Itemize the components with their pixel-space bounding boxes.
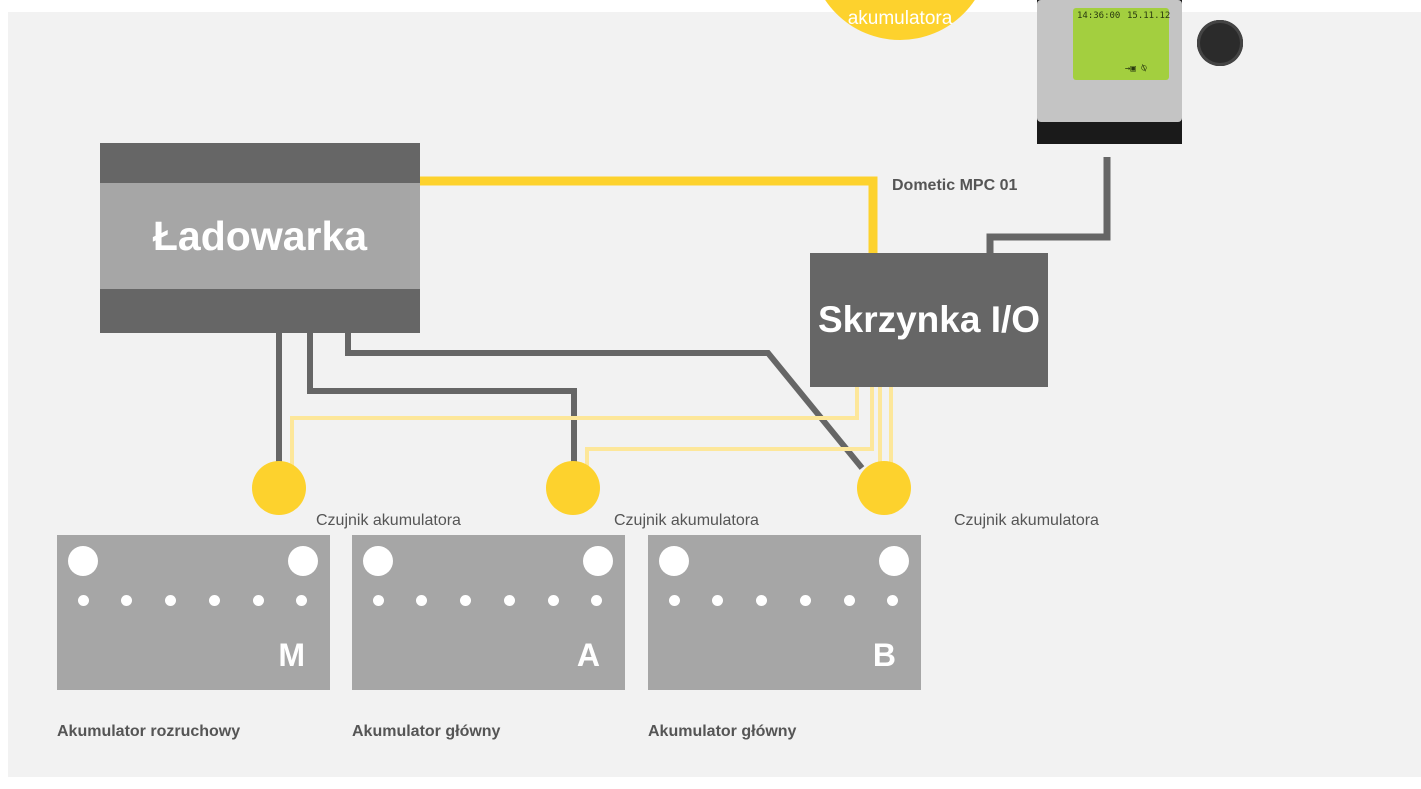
battery-sensor-b — [857, 461, 911, 515]
battery-letter-m: M — [278, 637, 305, 673]
battery-letter-b: B — [872, 637, 896, 673]
battery-terminal — [659, 546, 689, 576]
control-panel-device: 14:36:00 15.11.12 →▣ ⍉ — [1037, 0, 1243, 144]
battery-cell-dot — [121, 595, 132, 606]
battery-terminal — [288, 546, 318, 576]
wire-charger-io — [420, 176, 878, 255]
control-panel-label: Dometic MPC 01 — [892, 177, 1018, 194]
battery-b: B — [648, 535, 921, 690]
battery-cell-dot — [591, 595, 602, 606]
battery-cell-dot — [887, 595, 898, 606]
battery-cell-dot — [165, 595, 176, 606]
charger-middle-band: Ładowarka — [100, 183, 420, 289]
battery-m: M — [57, 535, 330, 690]
wire-io-sensor-a — [585, 387, 874, 468]
battery-cell-dot — [548, 595, 559, 606]
battery-cell-dot — [800, 595, 811, 606]
battery-terminal — [583, 546, 613, 576]
io-box: Skrzynka I/O — [810, 253, 1048, 387]
control-panel-screen: 14:36:00 15.11.12 →▣ ⍉ — [1073, 8, 1171, 80]
battery-sensor-a — [546, 461, 600, 515]
battery-cell-dot — [504, 595, 515, 606]
charger-label: Ładowarka — [152, 212, 368, 259]
battery-cell-dot — [669, 595, 680, 606]
battery-cell-dot — [756, 595, 767, 606]
battery-cell-dot — [460, 595, 471, 606]
io-box-label: Skrzynka I/O — [817, 299, 1041, 340]
charger-box: Ładowarka — [100, 143, 420, 333]
wire-io-sensor-m — [290, 387, 859, 468]
control-knob-visible — [1197, 20, 1243, 66]
battery-cell-dot — [373, 595, 384, 606]
battery-cell-dot — [78, 595, 89, 606]
screen-date: 15.11.12 — [1127, 11, 1171, 21]
sensor-label-a: Czujnik akumulatora — [614, 512, 759, 529]
battery-cell-dot — [712, 595, 723, 606]
battery-a: A — [352, 535, 625, 690]
battery-cell-dot — [253, 595, 264, 606]
screen-icons: →▣ ⍉ — [1125, 64, 1147, 74]
battery-cell-dot — [296, 595, 307, 606]
battery-caption-b: Akumulator główny — [648, 723, 797, 740]
battery-cell-dot — [844, 595, 855, 606]
wire-charger-a — [307, 333, 577, 468]
battery-cell-dot — [209, 595, 220, 606]
battery-terminal — [68, 546, 98, 576]
screen-time: 14:36:00 — [1077, 11, 1121, 21]
battery-letter-a: A — [576, 637, 600, 673]
charger-top-band — [100, 143, 420, 183]
callout-text: akumulatora — [847, 8, 953, 29]
battery-cell-dot — [416, 595, 427, 606]
sensor-label-m: Czujnik akumulatora — [316, 512, 461, 529]
charger-bottom-band — [100, 289, 420, 333]
battery-caption-a: Akumulator główny — [352, 723, 501, 740]
battery-terminal — [363, 546, 393, 576]
wire-io-panel — [986, 157, 1111, 255]
sensor-label-b: Czujnik akumulatora — [954, 512, 1099, 529]
battery-sensor-m — [252, 461, 306, 515]
battery-caption-m: Akumulator rozruchowy — [57, 723, 241, 740]
wire-charger-b — [345, 333, 865, 470]
battery-terminal — [879, 546, 909, 576]
